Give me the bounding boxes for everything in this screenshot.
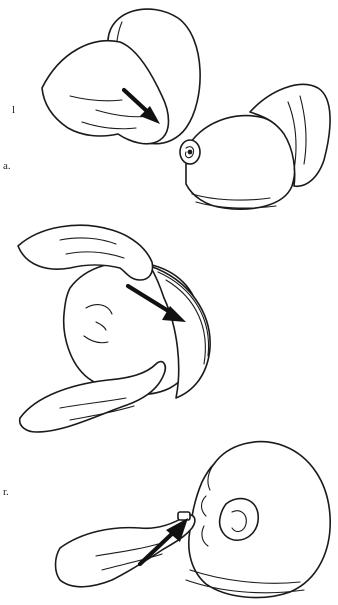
hand-top	[18, 225, 153, 280]
step-2-drawing	[0, 218, 338, 440]
ear-dot	[188, 150, 193, 155]
step-1-panel	[0, 0, 338, 212]
step-3-panel	[0, 430, 338, 605]
step-1-drawing	[0, 0, 338, 212]
head-profile	[189, 442, 330, 598]
clip-tab	[178, 512, 190, 520]
head-shape	[186, 116, 295, 210]
step-3-drawing	[0, 430, 338, 605]
step-2-panel	[0, 218, 338, 440]
ear-shape	[220, 499, 259, 541]
